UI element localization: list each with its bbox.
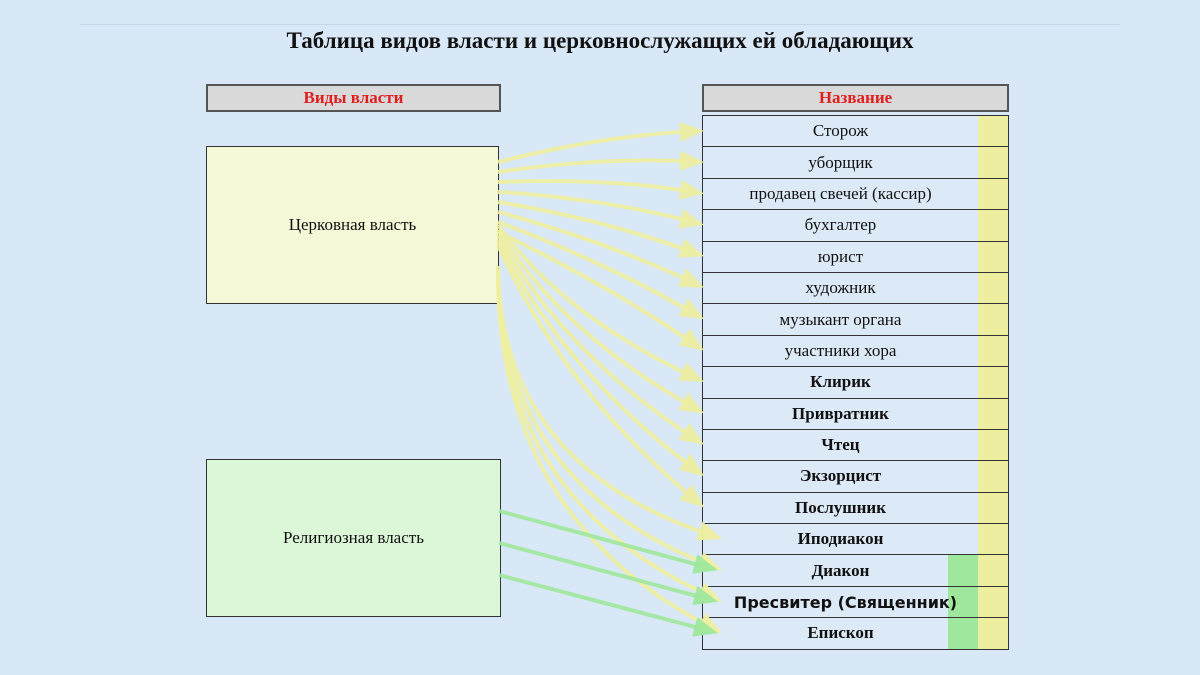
church-power-marker <box>978 272 1008 304</box>
table-row: Привратник <box>703 397 1008 429</box>
church-arrow <box>496 277 722 634</box>
table-row: художник <box>703 271 1008 304</box>
church-power-marker <box>978 398 1008 429</box>
role-name: Привратник <box>792 403 889 423</box>
role-name: Диакон <box>811 560 870 580</box>
role-name: участники хора <box>784 340 897 360</box>
church-arrow <box>497 230 704 351</box>
religious-power-box: Религиозная власть <box>206 459 501 617</box>
church-power-marker <box>978 555 1008 586</box>
church-power-marker <box>978 429 1008 461</box>
table-row: Экзорцист <box>703 460 1008 492</box>
church-power-marker <box>978 335 1008 367</box>
table-row: Иподиакон <box>703 523 1008 555</box>
role-name: уборщик <box>808 152 873 172</box>
role-name: Сторож <box>812 121 869 141</box>
church-power-marker <box>978 524 1008 555</box>
religious-arrow <box>498 509 718 574</box>
church-arrow <box>497 122 704 164</box>
religious-arrow <box>498 573 718 637</box>
role-name: музыкант органа <box>779 309 902 329</box>
religious-power-marker <box>948 618 978 649</box>
church-arrow <box>496 269 722 571</box>
table-row: юрист <box>703 240 1008 272</box>
church-power-marker <box>978 367 1008 398</box>
church-arrow <box>496 239 704 477</box>
church-power-marker <box>978 461 1008 492</box>
church-power-box: Церковная власть <box>206 146 499 304</box>
table-row: Клирик <box>703 366 1008 398</box>
table-row: музыкант органа <box>703 303 1008 335</box>
church-arrow <box>497 220 704 320</box>
church-power-marker <box>978 586 1008 618</box>
role-name: Экзорцист <box>799 466 882 486</box>
church-power-marker <box>978 241 1008 272</box>
church-power-marker <box>978 116 1008 147</box>
church-power-marker <box>978 304 1008 335</box>
religious-arrow <box>498 541 718 606</box>
role-name: Иподиакон <box>797 529 884 549</box>
table-row: бухгалтер <box>703 209 1008 241</box>
role-name: продавец свечей (кассир) <box>749 183 932 203</box>
page-title: Таблица видов власти и церковнослужащих … <box>286 28 914 53</box>
church-power-marker <box>978 618 1008 649</box>
role-name: Послушник <box>794 497 887 517</box>
religious-power-marker <box>948 586 978 618</box>
table-row: Пресвитер (Священник) <box>703 585 1008 618</box>
church-power-marker <box>978 178 1008 210</box>
church-arrow <box>496 265 722 541</box>
church-arrow <box>497 210 704 288</box>
role-name: Пресвитер (Священник) <box>733 592 958 612</box>
church-arrow <box>496 273 722 602</box>
table-row: Диакон <box>703 554 1008 586</box>
church-arrow <box>497 150 704 174</box>
role-name: художник <box>805 278 876 298</box>
church-arrow <box>496 244 704 508</box>
roles-table: Сторож уборщик продавец свечей (кассир) бух… <box>702 115 1009 650</box>
role-name: юрист <box>817 246 864 266</box>
church-power-marker <box>978 210 1008 241</box>
role-name-header: Название <box>702 84 1009 112</box>
table-row: Послушник <box>703 491 1008 524</box>
church-arrow <box>496 234 704 445</box>
power-types-header: Виды власти <box>206 84 501 112</box>
table-row: продавец свечей (кассир) <box>703 177 1008 210</box>
role-name: Клирик <box>810 372 871 392</box>
religious-power-marker <box>948 555 978 586</box>
role-name: Епископ <box>807 623 874 643</box>
church-arrow <box>496 228 704 414</box>
table-row: участники хора <box>703 334 1008 367</box>
church-power-marker <box>978 147 1008 178</box>
church-arrow <box>497 178 704 200</box>
church-arrow <box>497 190 704 229</box>
table-row: Сторож <box>703 115 1008 147</box>
role-name: Чтец <box>821 435 860 455</box>
role-name: бухгалтер <box>804 215 877 235</box>
table-row: Епископ <box>703 617 1008 649</box>
table-row: Чтец <box>703 428 1008 461</box>
top-divider <box>80 24 1120 25</box>
church-arrow <box>496 223 704 382</box>
church-power-marker <box>978 492 1008 524</box>
table-row: уборщик <box>703 146 1008 178</box>
church-arrow <box>497 200 704 258</box>
